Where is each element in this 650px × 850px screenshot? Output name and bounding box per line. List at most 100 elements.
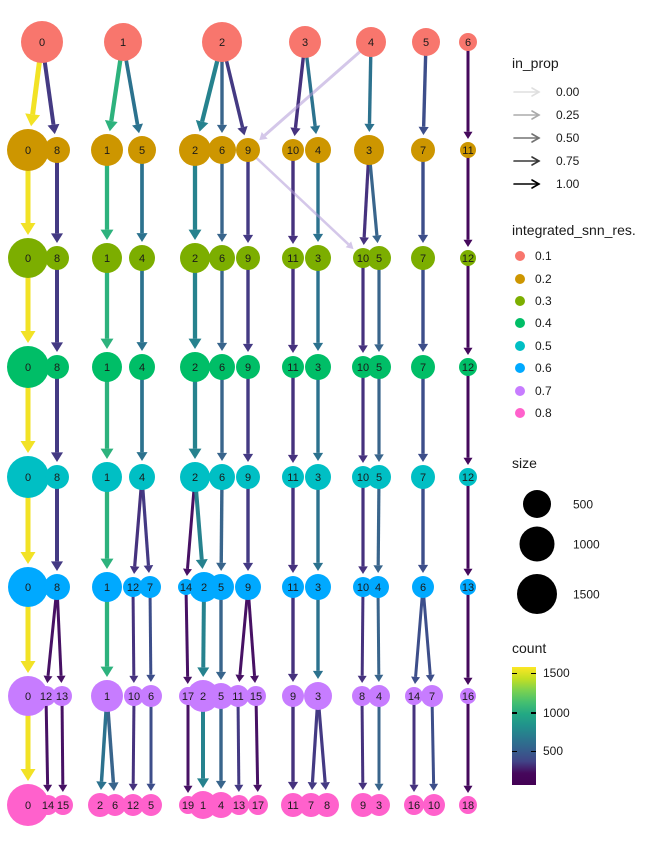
cluster-node-res0.6-10 [353,577,373,597]
cluster-node-res0.4-4 [129,354,155,380]
in-prop-entry-0.25: 0.25 [495,103,650,126]
resolution-color-dot [515,273,525,284]
cluster-node-res0.8-1 [189,791,217,819]
cluster-node-res0.7-1 [91,680,123,712]
resolution-entry-0.5: 0.5 [495,335,650,357]
cluster-node-label: 5 [139,145,145,157]
arrow-icon [513,178,541,189]
cluster-node-res0.3-4 [129,245,155,271]
cluster-node-label: 2 [219,37,225,49]
edge-arrow-5-to-7 [418,41,429,136]
edge-arrow-6-to-5 [216,476,227,572]
cluster-node-res0.5-5 [367,465,391,489]
cluster-node-label: 4 [375,582,381,594]
cluster-node-res0.8-13 [229,795,249,815]
cluster-node-res0.4-9 [236,355,260,379]
edge-arrow-3-to-8 [316,695,330,791]
cluster-node-label: 0 [25,691,31,703]
nodes-layer [7,21,477,826]
edge-arrow-4-to-3 [312,150,324,242]
edge-arrow-9-to-11 [235,586,250,683]
edge-arrow-3-to-7 [307,695,320,791]
cluster-node-res0.5-12 [459,468,477,486]
edge-arrow-9-to-9 [242,150,254,243]
cluster-node-res0.7-4 [368,685,390,707]
edge-arrow-15-to-17 [253,695,263,793]
cluster-node-label: 14 [408,691,420,703]
cluster-node-label: 3 [315,253,321,265]
cluster-node-res0.7-8 [352,686,372,706]
edge-arrow-4-to-12 [129,476,144,575]
cluster-node-res0.7-15 [246,686,266,706]
legend-count-title: count [512,640,547,656]
cluster-node-label: 6 [219,253,225,265]
edge-arrow-6-to-7 [421,586,435,683]
cluster-node-label: 16 [408,800,420,812]
cluster-node-label: 7 [420,253,426,265]
cluster-node-res0.2-0 [7,129,49,171]
cluster-node-res0.7-14 [405,687,423,705]
cluster-node-label: 8 [359,691,365,703]
edge-arrow-14-to-17 [183,586,193,685]
edge-arrow-17-to-19 [183,696,193,793]
cluster-node-label: 4 [139,253,145,265]
cluster-node-res0.6-1 [92,572,122,602]
arrow-icon [513,132,541,143]
cluster-node-res0.2-1 [91,134,123,166]
resolution-entry-label: 0.4 [535,316,552,331]
edge-arrow-8-to-8 [51,150,63,243]
cluster-node-res0.5-6 [209,464,235,490]
cluster-node-label: 8 [54,253,60,265]
cluster-node-label: 6 [219,145,225,157]
edge-arrow-9-to-11 [287,696,299,790]
arrow-icon [513,86,541,97]
cluster-node-res0.7-7 [421,685,443,707]
resolution-color-dot [515,295,525,306]
size-entry-label: 1000 [573,537,600,551]
cluster-node-label: 13 [56,691,68,703]
cluster-node-label: 1 [104,691,110,703]
cluster-node-label: 7 [308,800,314,812]
edge-arrow-14-to-16 [409,696,419,792]
edge-arrow-5-to-5 [374,367,384,462]
cluster-node-label: 12 [462,253,474,265]
cluster-node-label: 8 [54,582,60,594]
cluster-node-res0.3-11 [282,247,304,269]
cluster-node-label: 8 [54,362,60,374]
edge-arrow-11-to-13 [234,695,244,793]
resolution-entry-0.1: 0.1 [495,245,650,267]
cluster-node-res0.6-12 [123,577,143,597]
edge-arrow-2-to-14 [182,476,197,577]
cluster-node-label: 9 [245,362,251,374]
size-circle-1500 [517,574,557,614]
resolution-entry-label: 0.8 [535,405,552,420]
cluster-node-res0.8-6 [104,794,126,816]
cluster-node-label: 2 [192,253,198,265]
cluster-node-label: 11 [232,691,243,703]
edge-arrow-10-to-8 [357,586,367,684]
resolution-color-dot [515,340,525,351]
cluster-node-label: 4 [315,145,321,157]
cluster-node-label: 7 [420,362,426,374]
cluster-node-label: 19 [182,800,194,812]
cluster-node-label: 7 [429,691,435,703]
cluster-node-label: 11 [287,362,298,374]
cluster-node-res0.3-8 [45,246,69,270]
resolution-color-dot [515,407,525,418]
cluster-node-res0.1-6 [459,33,477,51]
cluster-node-res0.5-4 [129,464,155,490]
cluster-node-label: 13 [233,800,245,812]
count-tick-label: 1000 [543,706,570,721]
cluster-node-label: 0 [25,472,31,484]
edge-arrow-13-to-15 [58,695,68,793]
cluster-node-label: 4 [218,800,224,812]
resolution-color-dot [515,385,525,396]
cluster-node-label: 8 [324,800,330,812]
edge-arrow-4-to-4 [136,258,148,351]
cluster-node-label: 3 [315,691,321,703]
cluster-node-label: 3 [366,145,372,157]
